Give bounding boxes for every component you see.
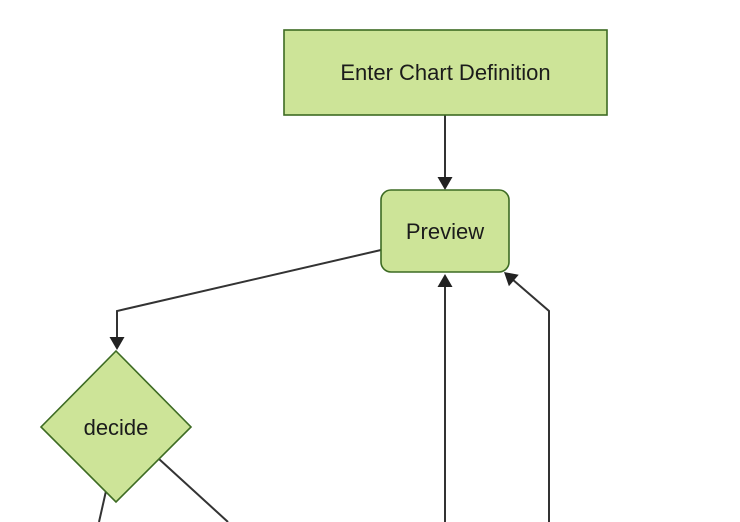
edge-bottom-center-to-preview xyxy=(437,274,453,522)
node-enter-chart-definition: Enter Chart Definition xyxy=(283,29,608,116)
arrowhead-into-preview-bottom-right xyxy=(504,272,519,287)
edge-line-bottom-right-to-preview xyxy=(511,278,550,522)
node-preview: Preview xyxy=(380,189,510,273)
node-enter-chart-definition-shape xyxy=(283,29,608,116)
arrowhead-into-preview-top xyxy=(437,177,453,190)
edge-bottom-right-to-preview xyxy=(504,272,550,522)
node-decide-shape xyxy=(39,349,193,504)
edge-line-preview-to-decide xyxy=(116,249,382,339)
node-preview-label: Preview xyxy=(406,219,484,244)
edge-preview-to-decide xyxy=(109,249,382,350)
node-decide: decide xyxy=(39,349,193,504)
node-preview-shape xyxy=(380,189,510,273)
edge-decide-to-offscreen-right xyxy=(158,458,229,522)
arrowhead-into-preview-bottom xyxy=(437,274,453,287)
arrowhead-into-decide-top xyxy=(109,337,125,350)
edge-decide-to-offscreen-left xyxy=(98,490,107,522)
edge-line-decide-offscreen-left xyxy=(98,490,107,522)
edge-enter-to-preview xyxy=(437,114,453,190)
node-enter-chart-definition-label: Enter Chart Definition xyxy=(340,60,550,85)
edge-line-decide-offscreen-right xyxy=(158,458,229,522)
node-decide-label: decide xyxy=(84,415,149,440)
